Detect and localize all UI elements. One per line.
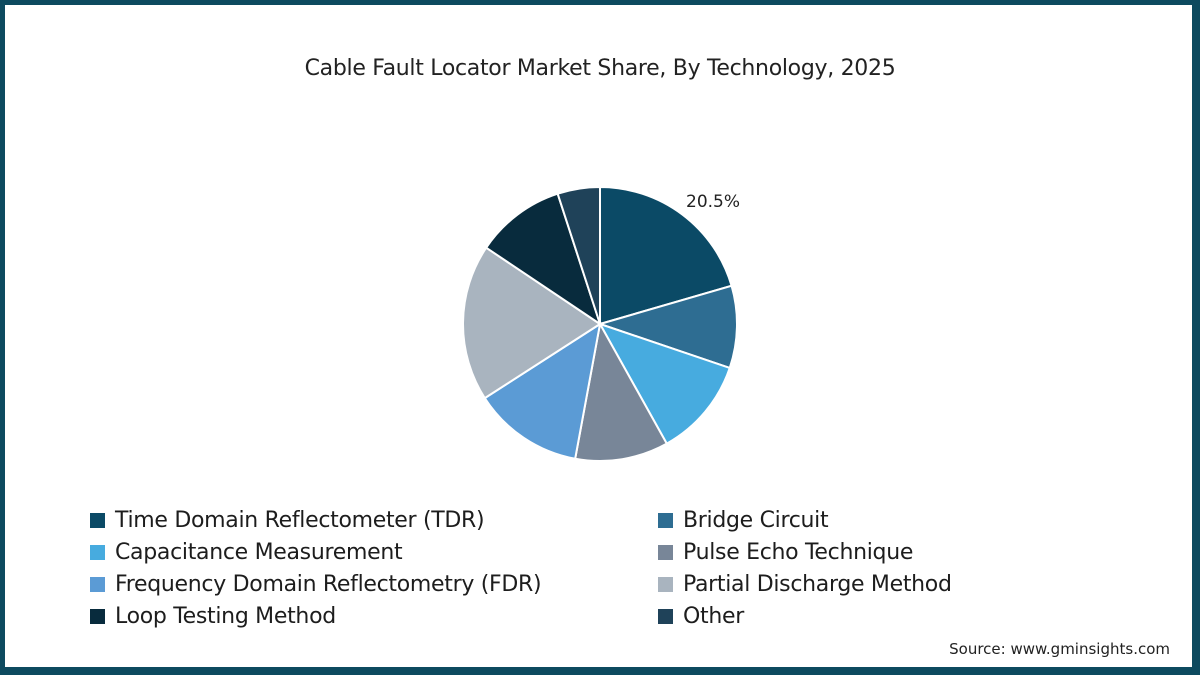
legend-swatch [658,544,673,560]
legend-label: Frequency Domain Reflectometry (FDR) [115,571,542,597]
legend-label: Pulse Echo Technique [683,539,914,565]
legend-item-other: Other [658,601,744,631]
chart-title: Cable Fault Locator Market Share, By Tec… [304,56,896,81]
legend-item-loop-testing: Loop Testing Method [90,601,336,631]
pie-slice-bridge-circuit [596,284,738,370]
legend-swatch [658,576,673,592]
legend-item-tdr: Time Domain Reflectometer (TDR) [90,505,485,535]
legend-swatch [90,608,105,624]
legend-item-capacitance: Capacitance Measurement [90,537,403,567]
legend-swatch [658,608,673,624]
legend-label: Bridge Circuit [683,507,829,533]
legend-item-pulse-echo: Pulse Echo Technique [658,537,913,567]
legend-label: Other [683,603,744,629]
pie-slices [462,185,738,462]
legend-swatch [658,512,673,528]
legend-label: Capacitance Measurement [115,539,403,565]
legend-label: Time Domain Reflectometer (TDR) [115,507,485,533]
pie-slice-frequency-domain-reflectometry-fdr [483,321,602,460]
pie-slice-capacitance-measurement [597,322,732,445]
legend-item-partial-discharge: Partial Discharge Method [658,569,952,599]
legend-label: Loop Testing Method [115,603,336,629]
legend-swatch [90,576,105,592]
legend-swatch [90,544,105,560]
pie-slice-partial-discharge-method [462,246,602,400]
slice-label-tdr: 20.5% [686,192,740,212]
legend-label: Partial Discharge Method [683,571,952,597]
legend-item-bridge-circuit: Bridge Circuit [658,505,829,535]
pie-slice-pulse-echo-technique [574,321,669,462]
legend-item-fdr: Frequency Domain Reflectometry (FDR) [90,569,542,599]
pie-slice-loop-testing-method [484,192,602,327]
pie-slice-time-domain-reflectometer-tdr [599,185,733,326]
pie-slice-other [556,185,601,325]
legend-swatch [90,512,105,528]
source-note: Source: www.gminsights.com [949,640,1170,658]
